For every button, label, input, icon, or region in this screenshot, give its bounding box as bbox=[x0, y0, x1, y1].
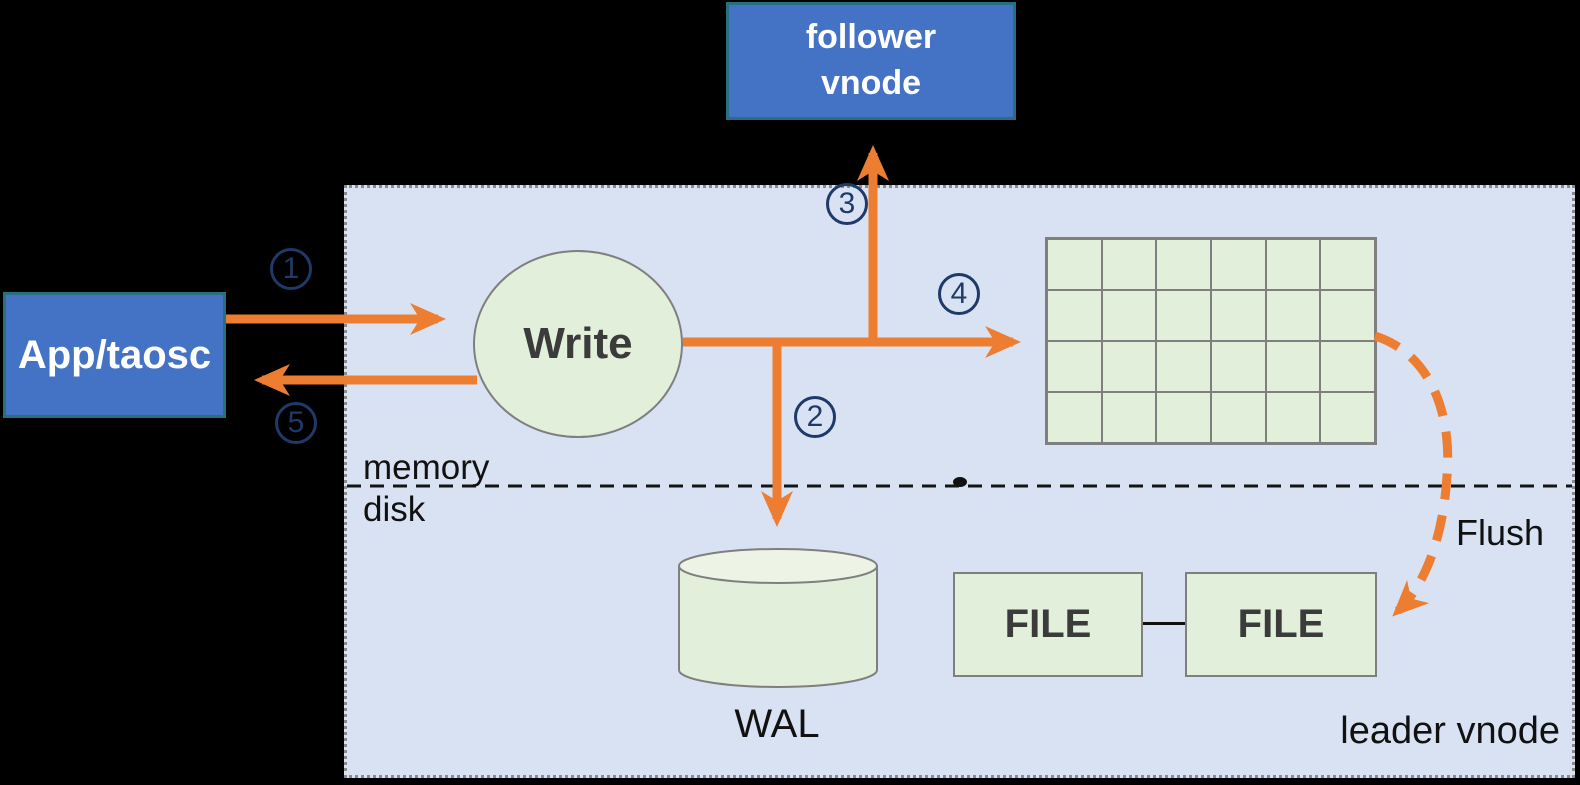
follower-vnode-label: follower vnode bbox=[806, 15, 936, 107]
app-taosc-label: App/taosc bbox=[17, 332, 212, 377]
stray-dot-mark bbox=[953, 477, 967, 487]
memtable-cell bbox=[1047, 341, 1102, 392]
file-node-1: FILE bbox=[953, 572, 1143, 677]
step-3-number: 3 bbox=[838, 187, 856, 220]
memtable-cell bbox=[1320, 392, 1375, 443]
step-badge-1: 1 bbox=[270, 248, 312, 290]
memtable-cell bbox=[1101, 392, 1157, 443]
write-label: Write bbox=[523, 319, 633, 368]
flush-label: Flush bbox=[1456, 512, 1545, 553]
memtable-cell bbox=[1156, 290, 1211, 341]
step-badge-3: 3 bbox=[826, 183, 868, 225]
memtable-cell bbox=[1211, 239, 1266, 290]
disk-label: disk bbox=[363, 490, 426, 529]
step-badge-5: 5 bbox=[275, 402, 317, 444]
memtable-cell bbox=[1047, 392, 1102, 443]
memtable-cell bbox=[1211, 392, 1266, 443]
memtable-cell bbox=[1320, 290, 1375, 341]
memtable-cell bbox=[1320, 341, 1375, 392]
memtable-cell bbox=[1101, 290, 1157, 341]
memtable-cell bbox=[1101, 239, 1157, 290]
step-4-number: 4 bbox=[950, 277, 968, 310]
step-badge-4: 4 bbox=[938, 273, 980, 315]
memtable-cell bbox=[1265, 341, 1321, 392]
memtable-cell bbox=[1101, 341, 1157, 392]
memtable-cell bbox=[1265, 290, 1321, 341]
memtable-cell bbox=[1265, 392, 1321, 443]
memtable-cell bbox=[1047, 239, 1102, 290]
memtable-grid bbox=[1045, 237, 1377, 445]
memtable-cell bbox=[1320, 239, 1375, 290]
step-1-number: 1 bbox=[282, 252, 300, 285]
follower-vnode-node: follower vnode bbox=[726, 2, 1016, 120]
file-node-2: FILE bbox=[1185, 572, 1377, 677]
file-node-1-label: FILE bbox=[1004, 602, 1092, 646]
memtable-cell bbox=[1047, 290, 1102, 341]
file-node-2-label: FILE bbox=[1237, 602, 1325, 646]
memtable-cell bbox=[1156, 341, 1211, 392]
wal-label: WAL bbox=[734, 702, 820, 746]
step-2-number: 2 bbox=[806, 400, 824, 433]
memtable-cell bbox=[1156, 392, 1211, 443]
follower-label-line2: vnode bbox=[820, 64, 922, 102]
memory-label: memory bbox=[363, 448, 490, 487]
step-5-number: 5 bbox=[287, 406, 305, 439]
memtable-cell bbox=[1211, 341, 1266, 392]
write-process-node: Write bbox=[473, 250, 683, 438]
memtable-cell bbox=[1265, 239, 1321, 290]
app-taosc-node: App/taosc bbox=[3, 292, 226, 418]
memtable-cell bbox=[1156, 239, 1211, 290]
leader-vnode-label: leader vnode bbox=[1340, 710, 1560, 752]
follower-label-line1: follower bbox=[805, 18, 937, 57]
memtable-cell bbox=[1211, 290, 1266, 341]
step-badge-2: 2 bbox=[794, 396, 836, 438]
file-connector-line bbox=[1143, 622, 1185, 625]
